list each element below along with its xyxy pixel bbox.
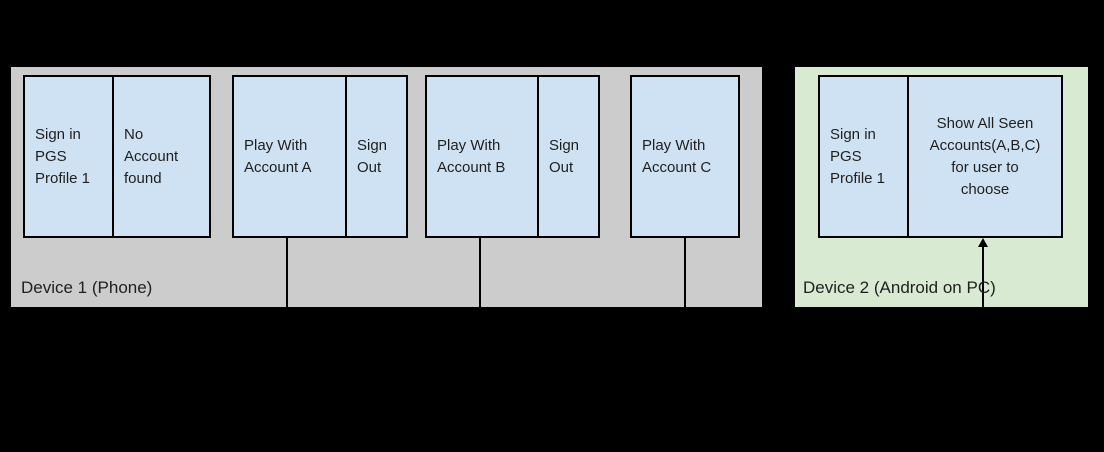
step-play-account-c: Play With Account C xyxy=(630,75,740,238)
connector-line-account-b xyxy=(479,237,481,307)
box-no-account-found: No Account found xyxy=(112,77,209,236)
box-show-all-seen-accounts: Show All Seen Accounts(A,B,C) for user t… xyxy=(907,77,1061,236)
arrow-line-into-show-accounts xyxy=(982,246,984,307)
device1-label: Device 1 (Phone) xyxy=(21,278,153,297)
step-signin-noaccount: Sign in PGS Profile 1 No Account found xyxy=(23,75,211,238)
box-label: Play With Account B xyxy=(437,136,506,176)
step-play-account-a: Play With Account A Sign Out xyxy=(232,75,408,238)
box-label: Show All Seen Accounts(A,B,C) for user t… xyxy=(929,114,1041,198)
connector-line-account-c xyxy=(684,237,686,307)
step-play-account-b: Play With Account B Sign Out xyxy=(425,75,600,238)
arrow-up-icon xyxy=(978,238,988,247)
box-label: Sign in PGS Profile 1 xyxy=(830,125,886,187)
connector-line-account-a xyxy=(286,237,288,307)
step-device2-signin-choose: Sign in PGS Profile 1 Show All Seen Acco… xyxy=(818,75,1063,238)
box-sign-out-a: Sign Out xyxy=(345,77,406,236)
box-play-with-account-a: Play With Account A xyxy=(234,77,345,236)
box-label: Sign in PGS Profile 1 xyxy=(35,125,91,187)
box-sign-in-pgs-profile1: Sign in PGS Profile 1 xyxy=(25,77,112,236)
box-sign-out-b: Sign Out xyxy=(537,77,598,236)
box-label: Sign Out xyxy=(357,136,388,176)
box-label: Play With Account C xyxy=(642,136,712,176)
box-sign-in-pgs-profile1-device2: Sign in PGS Profile 1 xyxy=(820,77,907,236)
box-play-with-account-b: Play With Account B xyxy=(427,77,537,236)
box-play-with-account-c: Play With Account C xyxy=(632,77,738,236)
box-label: Sign Out xyxy=(549,136,580,176)
box-label: Play With Account A xyxy=(244,136,312,176)
device2-label: Device 2 (Android on PC) xyxy=(803,278,996,297)
box-label: No Account found xyxy=(124,125,179,187)
